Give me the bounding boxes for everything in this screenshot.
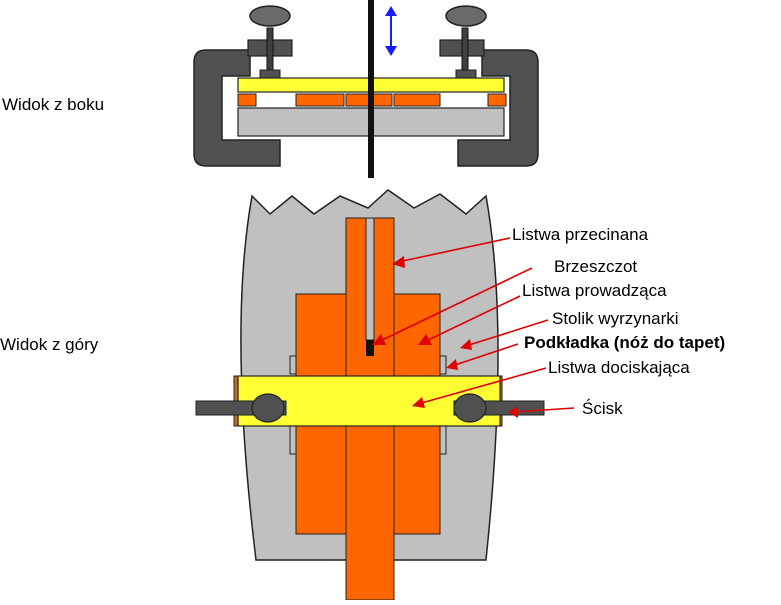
label-clamp-strip: Listwa dociskająca [548,358,690,377]
side-guide-strip-left [295,93,345,107]
side-left-clamp-knob [249,5,291,27]
side-left-clamp-body [193,49,281,167]
top-spacer-right-lower [439,423,447,455]
label-jigsaw-table: Stolik wyrzynarki [552,309,679,328]
top-view: Widok z góry [0,189,545,601]
side-left-clamp-pad [259,69,281,79]
callout-arrows [372,237,575,418]
top-blade [366,340,374,356]
label-blade: Brzeszczot [554,257,637,276]
top-spacer-right-upper [439,355,447,375]
side-right-clamp-pad [455,69,477,79]
side-view-label: Widok z boku [2,95,104,114]
top-spacer-left-lower [289,423,297,455]
double-vertical-arrow-icon [385,6,397,56]
side-left-clamp-screw [266,27,274,77]
side-right-clamp-body [457,49,539,167]
side-right-spacer [487,93,507,107]
top-spacer-left-upper [289,355,297,375]
label-guide-strip: Listwa prowadząca [522,281,667,300]
side-right-clamp-screw [461,27,469,77]
part-labels: Listwa przecinana Brzeszczot Listwa prow… [512,225,725,418]
side-view: Widok z boku [2,0,539,178]
top-left-clamp-pad [251,393,285,423]
label-cut-strip: Listwa przecinana [512,225,649,244]
side-left-spacer [237,93,257,107]
side-right-clamp-knob [445,5,487,27]
side-blade [368,0,374,178]
top-right-clamp-pad [453,393,487,423]
label-clamp: Ścisk [582,399,623,418]
side-guide-strip-right [393,93,441,107]
label-spacer: Podkładka (nóż do tapet) [524,333,725,352]
top-view-label: Widok z góry [0,335,99,354]
top-cut-strip-slot [365,217,375,341]
